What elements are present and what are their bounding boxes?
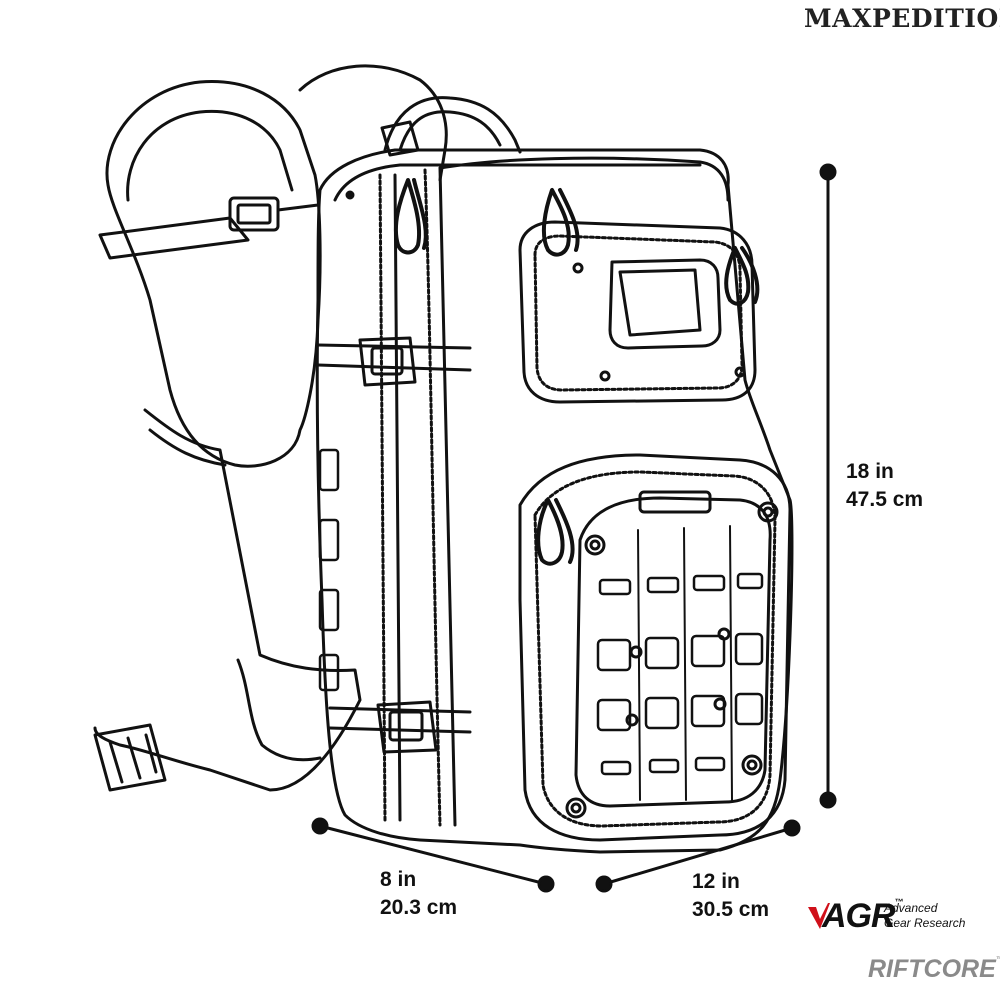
width-dimension-label: 12 in 30.5 cm <box>692 868 769 924</box>
agr-line2: Gear Research <box>884 916 966 930</box>
upper-buckle <box>358 336 417 387</box>
brand-name: MAXPEDITION <box>804 4 1000 33</box>
zipper-pulls <box>393 178 760 566</box>
height-metric: 47.5 cm <box>846 488 924 511</box>
lower-pocket <box>518 453 792 842</box>
width-imperial: 12 in <box>692 870 740 893</box>
depth-metric: 20.3 cm <box>380 896 458 919</box>
shoulder-strap-left <box>105 80 322 468</box>
depth-dimension-label: 8 in 20.3 cm <box>380 866 457 922</box>
depth-dimension-line <box>319 824 547 886</box>
agr-line1: Advanced <box>884 901 938 915</box>
depth-imperial: 8 in <box>380 868 417 891</box>
hip-belt <box>93 408 362 792</box>
top-handle <box>383 96 522 154</box>
molle-panel <box>574 496 772 808</box>
sternum-strap <box>98 216 250 260</box>
height-imperial: 18 in <box>846 460 894 483</box>
back-panel <box>298 64 448 182</box>
lower-buckle <box>376 700 438 754</box>
width-dimension-line <box>603 826 793 886</box>
hip-buckle <box>93 723 167 792</box>
product-name: RIFTCORE™ <box>868 955 1000 983</box>
height-dimension-label: 18 in 47.5 cm <box>846 458 923 514</box>
dimension-lines <box>311 163 837 893</box>
upper-pocket-window <box>608 258 722 350</box>
lower-side-strap <box>328 706 472 714</box>
agr-check-icon <box>808 903 830 929</box>
maxpedition-logo: MAXPEDITION® <box>804 4 1000 33</box>
agr-logo: AGR™ Advanced Gear Research <box>808 897 988 947</box>
agr-subtitle: Advanced Gear Research <box>884 901 965 931</box>
width-metric: 30.5 cm <box>692 898 770 921</box>
agr-mark-text: AGR™ <box>822 897 904 935</box>
